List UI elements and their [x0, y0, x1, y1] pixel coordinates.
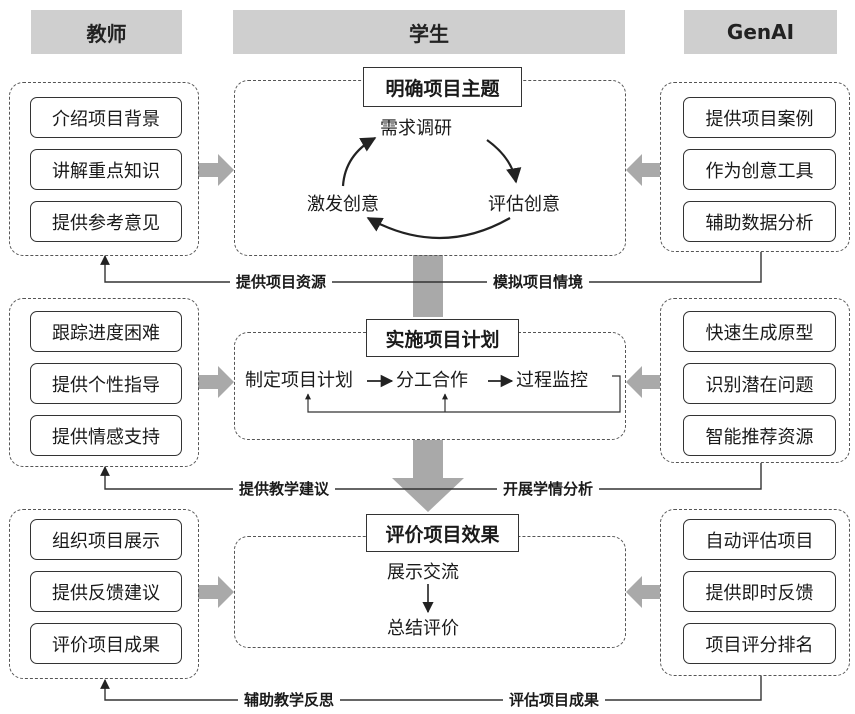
step-plan: 制定项目计划 [245, 370, 353, 391]
genai-item-1-1: 提供项目案例 [683, 97, 836, 138]
feedback-label-2-left: 提供教学建议 [233, 482, 336, 497]
genai-item-2-3: 智能推荐资源 [683, 415, 836, 456]
feedback-line-1 [100, 252, 762, 283]
genai-item-3-2: 提供即时反馈 [683, 571, 836, 612]
cycle-arrow-right [486, 139, 522, 184]
header-student: 学生 [233, 10, 625, 54]
header-teacher: 教师 [31, 10, 182, 54]
feedback-line-2 [100, 463, 762, 490]
genai-item-1-2: 作为创意工具 [683, 149, 836, 190]
genai-item-2-1: 快速生成原型 [683, 311, 836, 352]
genai-panel-2 [660, 298, 850, 463]
loop-line [305, 375, 621, 413]
step-summary: 总结评价 [387, 618, 459, 639]
flow-bar-1-2 [413, 255, 443, 317]
genai-item-3-1: 自动评估项目 [683, 519, 836, 560]
teacher-item-1-2: 讲解重点知识 [30, 149, 182, 190]
teacher-item-2-2: 提供个性指导 [30, 363, 182, 404]
teacher-arrow-2 [198, 366, 234, 398]
teacher-item-1-3: 提供参考意见 [30, 201, 182, 242]
cycle-arrow-left [341, 137, 377, 187]
step-teamwork: 分工合作 [396, 370, 468, 391]
stage-title-2: 实施项目计划 [366, 319, 519, 357]
genai-panel-3 [660, 509, 850, 676]
cycle-node-evaluate: 评估创意 [488, 194, 560, 215]
stage-title-3: 评价项目效果 [366, 514, 519, 552]
teacher-item-3-1: 组织项目展示 [30, 519, 182, 560]
teacher-arrow-1 [198, 154, 234, 186]
stage-title-1: 明确项目主题 [363, 67, 522, 107]
teacher-item-2-1: 跟踪进度困难 [30, 311, 182, 352]
teacher-panel-1 [9, 82, 199, 256]
genai-item-1-3: 辅助数据分析 [683, 201, 836, 242]
cycle-node-inspire: 激发创意 [307, 194, 379, 215]
teacher-item-3-3: 评价项目成果 [30, 623, 182, 664]
teacher-panel-3 [9, 509, 199, 679]
step-showcase: 展示交流 [387, 562, 459, 583]
teacher-panel-2 [9, 298, 199, 467]
genai-arrow-1 [626, 154, 660, 186]
feedback-label-1-left: 提供项目资源 [230, 275, 333, 290]
feedback-label-2-right: 开展学情分析 [497, 482, 600, 497]
header-genai: GenAI [684, 10, 837, 54]
flow-arrow-2-3 [392, 440, 464, 512]
genai-item-2-2: 识别潜在问题 [683, 363, 836, 404]
feedback-label-3-right: 评估项目成果 [503, 693, 606, 708]
feedback-label-1-right: 模拟项目情境 [487, 275, 590, 290]
cycle-node-research: 需求调研 [380, 118, 452, 139]
cycle-arrow-bottom [366, 217, 511, 239]
teacher-item-3-2: 提供反馈建议 [30, 571, 182, 612]
feedback-line-3 [100, 676, 762, 701]
genai-item-3-3: 项目评分排名 [683, 623, 836, 664]
genai-arrow-3 [626, 576, 660, 608]
step-monitor: 过程监控 [516, 370, 588, 391]
genai-panel-1 [660, 82, 850, 252]
teacher-arrow-3 [198, 576, 234, 608]
genai-arrow-2 [626, 366, 660, 398]
feedback-label-3-left: 辅助教学反思 [238, 693, 341, 708]
teacher-item-1-1: 介绍项目背景 [30, 97, 182, 138]
teacher-item-2-3: 提供情感支持 [30, 415, 182, 456]
